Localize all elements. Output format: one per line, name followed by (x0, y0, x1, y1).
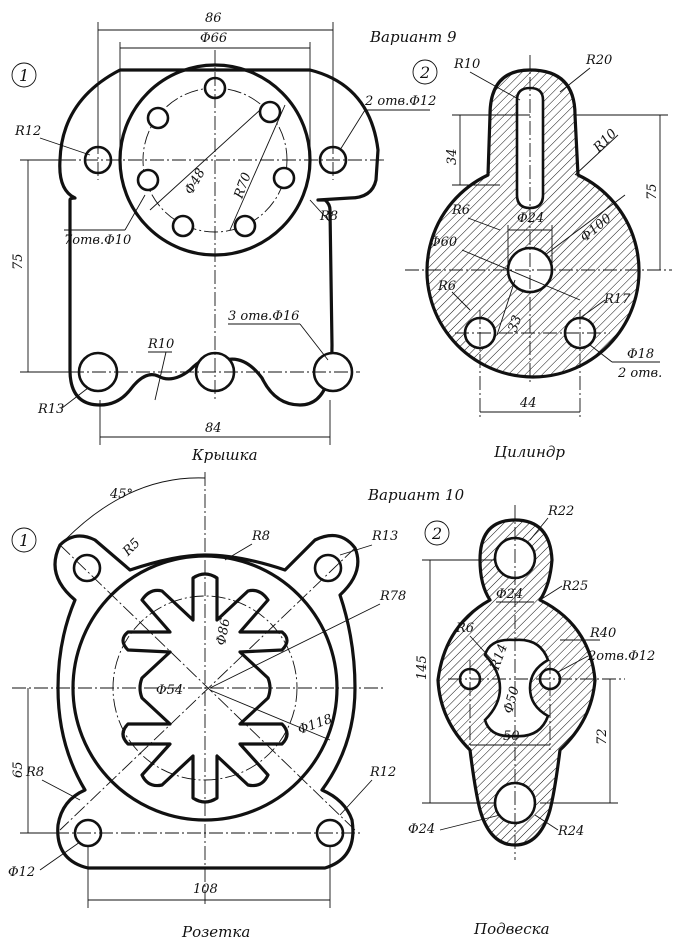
rozetka-star (121, 572, 289, 804)
dim-holes-12: 2отв.Φ12 (587, 649, 655, 664)
dim-r70: R70 (231, 171, 254, 202)
dim-r12: R12 (14, 124, 41, 139)
dim-34: 34 (445, 148, 460, 165)
dim-r17: R17 (603, 292, 631, 307)
dim-r24: R24 (557, 824, 584, 839)
dim-r20: R20 (585, 53, 612, 68)
dim-r13: R13 (371, 529, 398, 544)
dim-r8a: R8 (251, 529, 270, 544)
dim-holes-16: 3 отв.Φ16 (228, 309, 299, 324)
dim-r78: R78 (379, 589, 406, 604)
dim-d24b: Φ24 (408, 822, 435, 837)
dim-r5: R5 (120, 536, 144, 560)
dim-r10: R10 (147, 337, 174, 352)
dim-50b: 50 (503, 729, 520, 744)
dim-r8: R8 (319, 209, 338, 224)
dim-holes-12: 2 отв.Φ12 (364, 94, 436, 109)
dim-45deg: 45° (109, 487, 133, 502)
podveska-cutout (483, 638, 550, 738)
cilindr-body (425, 68, 641, 379)
dim-86: 86 (205, 11, 222, 26)
dim-d60: Φ60 (430, 235, 457, 250)
variant-9-label: Вариант 9 (369, 28, 457, 46)
dim-r13: R13 (37, 402, 64, 417)
dim-r10a: R10 (453, 57, 480, 72)
dim-75: 75 (11, 253, 26, 270)
part-cilindr: 2 R10 R20 R10 34 75 R6 Φ24 Φ (405, 53, 672, 461)
dim-d24: Φ24 (517, 211, 544, 226)
dim-d12: Φ12 (8, 865, 35, 880)
kryshka-7-holes (136, 76, 296, 238)
dim-75: 75 (645, 183, 660, 200)
dim-d50a: Φ50 (501, 685, 523, 715)
caption-rozetka: Розетка (181, 923, 250, 941)
dim-r6b: R6 (437, 279, 456, 294)
part-kryshka: 1 86 (11, 11, 436, 464)
dim-108: 108 (193, 882, 218, 897)
dim-r25: R25 (561, 579, 588, 594)
caption-podveska: Подвеска (473, 920, 550, 938)
dim-d18: Φ18 (627, 347, 654, 362)
dim-44: 44 (519, 396, 537, 411)
dim-r6: R6 (455, 621, 474, 636)
dim-65: 65 (11, 761, 26, 778)
dim-r6a: R6 (451, 203, 470, 218)
part-number: 2 (419, 63, 430, 82)
part-podveska: 2 R22 Φ24 R25 R6 R14 R40 2отв.Φ12 145 (408, 504, 655, 938)
dim-r40: R40 (589, 626, 616, 641)
dim-84: 84 (205, 421, 222, 436)
rozetka-outline (53, 533, 360, 870)
dim-72: 72 (595, 728, 610, 745)
dim-2-holes: 2 отв. (617, 366, 662, 381)
dim-r12: R12 (369, 765, 396, 780)
dim-33: 33 (506, 314, 526, 335)
caption-kryshka: Крышка (191, 446, 258, 464)
part-rozetka: 1 45° R5 R8 R13 R78 Φ86 Φ54 Φ118 6 (8, 472, 406, 941)
part-number: 1 (19, 66, 29, 85)
dim-r10b: R10 (590, 126, 620, 156)
dim-d48: Φ48 (182, 166, 209, 197)
part-number-circle (11, 62, 37, 88)
dim-r22: R22 (547, 504, 574, 519)
variant-10-label: Вариант 10 (367, 486, 465, 504)
dim-145: 145 (415, 655, 430, 680)
dim-d86: Φ86 (214, 617, 233, 646)
dim-r8b: R8 (25, 765, 44, 780)
part-number: 1 (19, 531, 29, 550)
dim-66: Φ66 (200, 31, 227, 46)
dim-d24a: Φ24 (496, 587, 523, 602)
dim-d54: Φ54 (156, 683, 183, 698)
caption-cilindr: Цилиндр (494, 443, 565, 461)
part-number: 2 (431, 524, 442, 543)
dim-holes-10: 7отв.Φ10 (64, 233, 131, 248)
